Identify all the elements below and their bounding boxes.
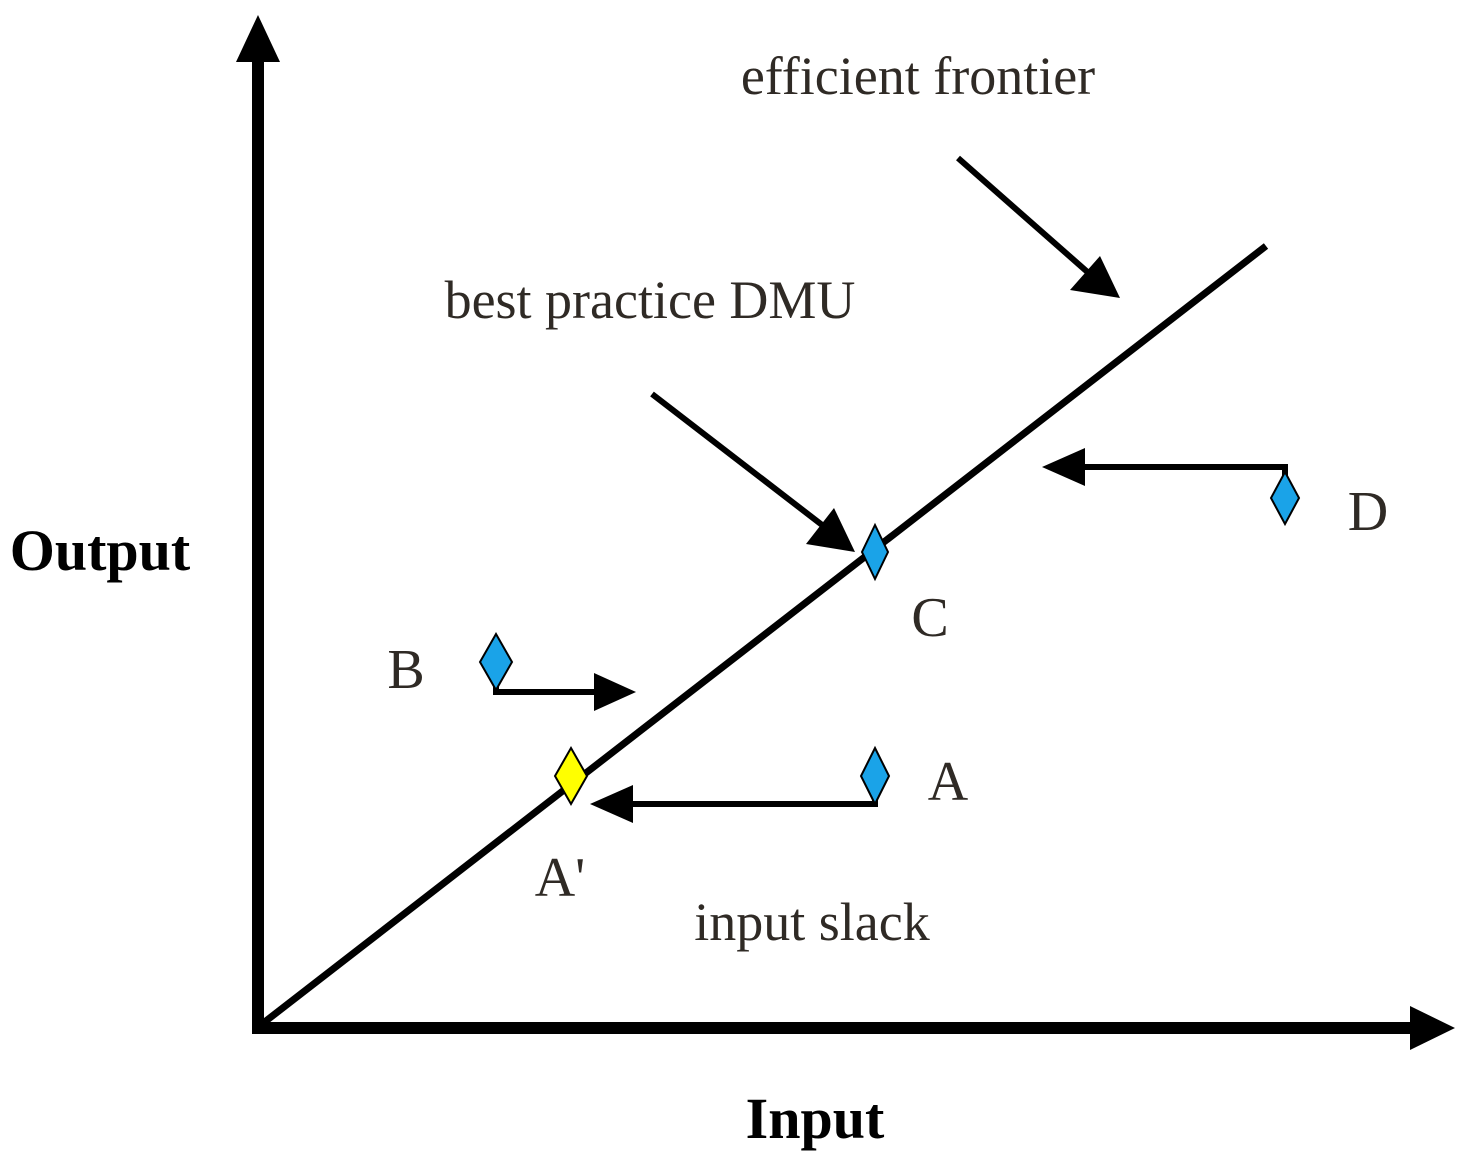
a-projection-arrowhead — [590, 785, 633, 823]
a-projection-arrow — [632, 776, 878, 807]
annotation-arrows — [493, 155, 1288, 823]
point-d-label: D — [1348, 481, 1388, 543]
b-projection-arrowhead — [594, 673, 636, 711]
x-axis-arrowhead — [1410, 1006, 1455, 1050]
efficient-frontier-line — [259, 243, 1269, 1027]
point-a-marker — [859, 745, 891, 807]
point-a-prime-marker — [553, 745, 589, 807]
best-practice-pointer-arrow — [650, 391, 828, 531]
frontier-pointer-arrowhead — [1070, 256, 1120, 298]
d-projection-arrow — [1082, 464, 1288, 492]
labels: Output Input efficient frontier best pra… — [10, 46, 1388, 1151]
x-axis-title: Input — [746, 1086, 885, 1151]
d-projection-arrowhead — [1042, 448, 1085, 486]
frontier-annotation: efficient frontier — [741, 46, 1095, 106]
input-slack-annotation: input slack — [694, 892, 929, 952]
frontier-pointer-arrow — [956, 155, 1094, 279]
point-b-label: B — [387, 639, 424, 701]
point-a-label: A — [928, 751, 969, 813]
point-d-marker — [1269, 469, 1301, 527]
best-practice-pointer-arrowhead — [806, 508, 855, 552]
y-axis-title: Output — [10, 518, 191, 583]
point-c-marker — [860, 522, 890, 582]
axes — [236, 15, 1455, 1050]
best-practice-annotation: best practice DMU — [445, 270, 856, 330]
point-b-marker — [478, 631, 514, 693]
point-a-prime-label: A' — [535, 847, 586, 909]
dmu-points — [478, 469, 1301, 807]
y-axis-arrowhead — [236, 15, 280, 62]
point-c-label: C — [911, 587, 948, 649]
b-projection-arrow — [493, 668, 598, 695]
